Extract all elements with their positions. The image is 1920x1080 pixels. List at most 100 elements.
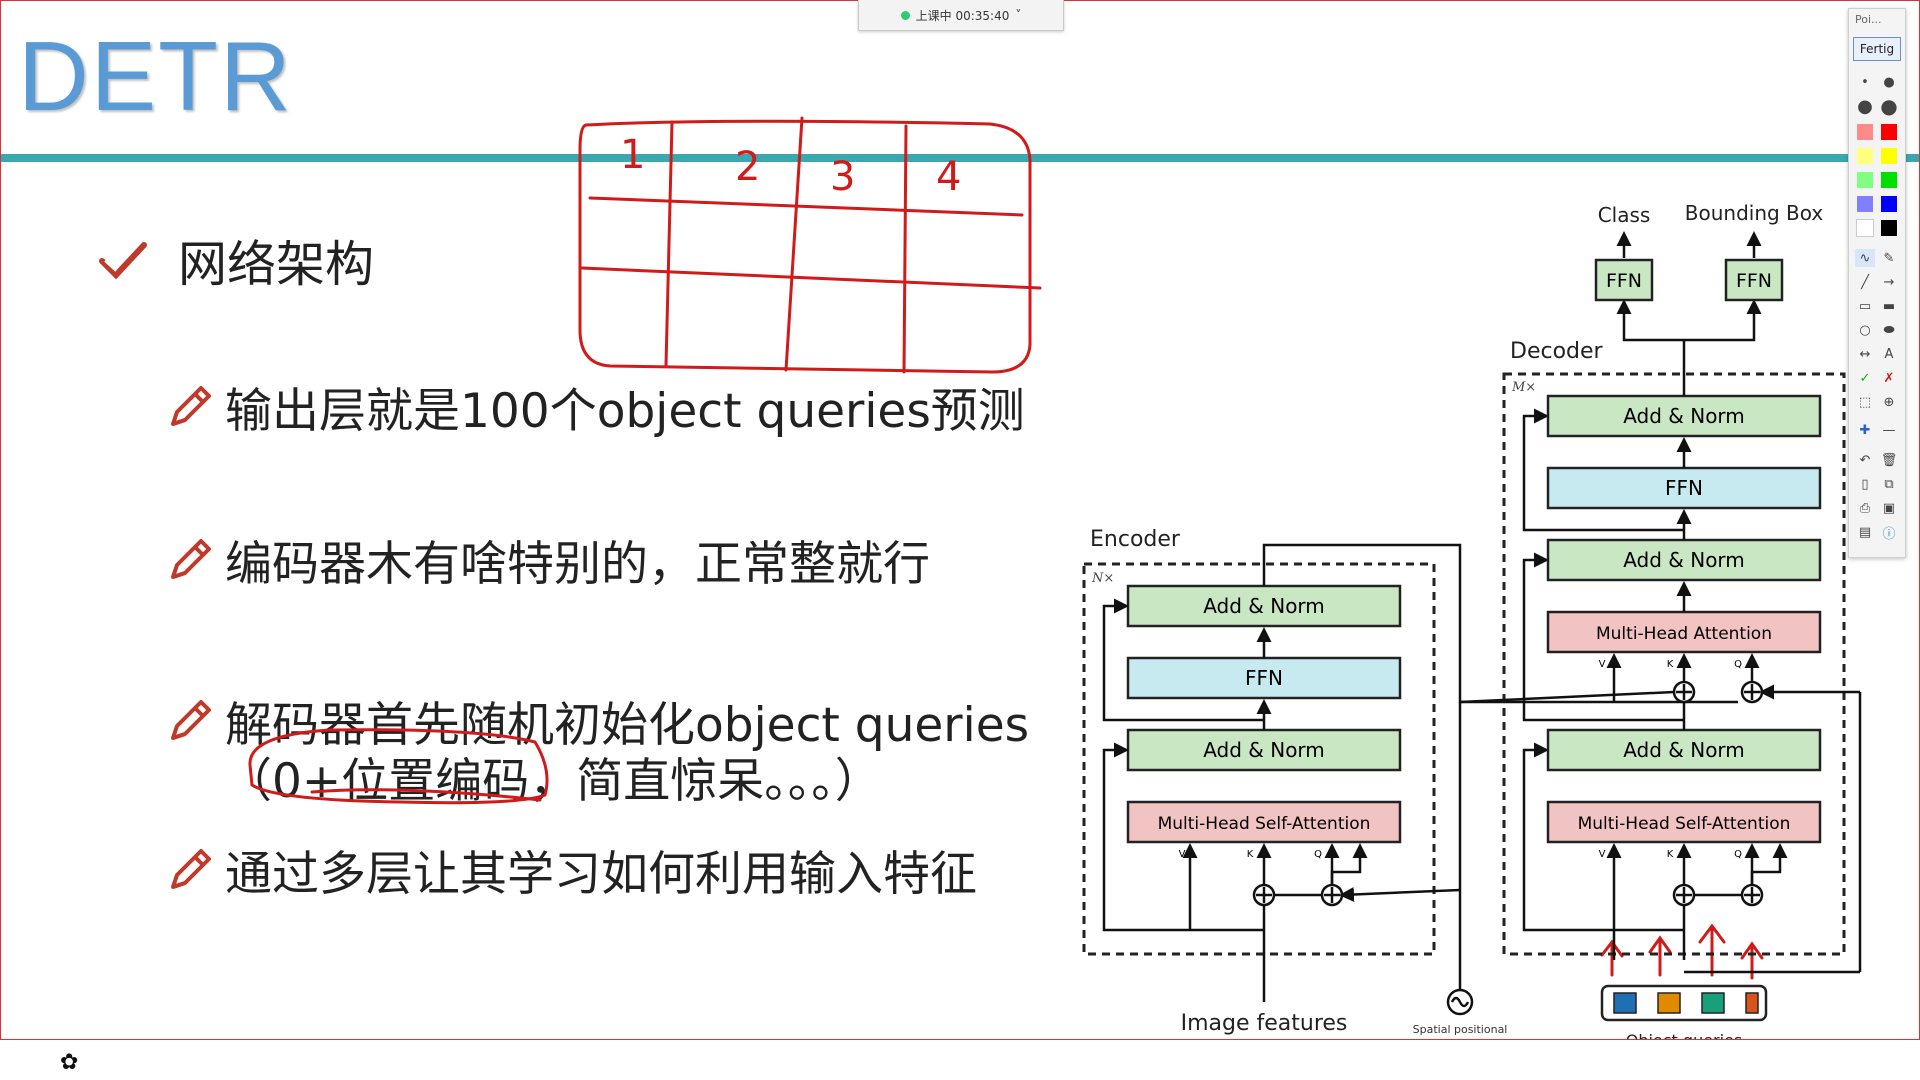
spatial-pe-label-2: encoding xyxy=(1435,1037,1486,1040)
bullet-decoder: 解码器首先随机初始化object queries xyxy=(165,686,1029,755)
bullet-multilayer: 通过多层让其学习如何利用输入特征 xyxy=(165,835,977,904)
class-output-label: Class xyxy=(1598,203,1651,227)
decoder-cross-v-label: V xyxy=(1599,659,1606,670)
decoder-ffn xyxy=(1546,466,1822,510)
color-swatch[interactable] xyxy=(1879,171,1899,189)
bullet-output-layer: 输出层就是100个object queries预测 xyxy=(165,372,1025,441)
slide-canvas: DETR 网络架构 输出层就是100个object queries预测 编码器木… xyxy=(0,21,1920,1040)
arrow-icon[interactable]: → xyxy=(1883,274,1895,290)
trash-icon[interactable]: 🗑 xyxy=(1880,452,1898,468)
ink-number-2: 2 xyxy=(735,144,760,190)
decoder-self-q-label: Q xyxy=(1734,849,1742,860)
dot-large-icon[interactable]: ● xyxy=(1857,95,1873,117)
pencil-icon xyxy=(171,848,211,889)
ink-annotation-layer: 1 2 3 4 xyxy=(248,116,1764,980)
recording-dot-icon xyxy=(900,10,910,20)
recording-status-pill[interactable]: 上课中 00:35:40 ˅ xyxy=(858,0,1064,31)
bullet-text: 编码器木有啥特别的，正常整就行 xyxy=(225,537,930,592)
object-query-3 xyxy=(1701,992,1725,1014)
bullet-architecture: 网络架构 xyxy=(98,225,374,296)
app-logo-icon[interactable]: ✿ xyxy=(60,1050,79,1075)
encoder-q-label: Q xyxy=(1314,849,1322,860)
title-divider xyxy=(0,154,1920,162)
encoder-add-norm-bottom xyxy=(1126,728,1402,772)
bullet-encoder: 编码器木有啥特别的，正常整就行 xyxy=(165,525,930,594)
zoom-icon[interactable]: ⊕ xyxy=(1883,394,1895,410)
ink-number-1: 1 xyxy=(620,132,645,178)
select-icon[interactable]: ⬚ xyxy=(1858,394,1872,410)
dot-medium-icon[interactable]: ● xyxy=(1883,74,1895,90)
dot-xlarge-icon[interactable]: ● xyxy=(1880,94,1898,118)
color-swatch[interactable] xyxy=(1855,195,1875,213)
checkmark-icon[interactable]: ✓ xyxy=(1859,370,1871,386)
object-query-2 xyxy=(1657,992,1681,1014)
decoder-cross-attention xyxy=(1546,610,1822,654)
ink-grid-drawing xyxy=(248,116,1764,980)
freehand-pen-icon[interactable]: ∿ xyxy=(1855,249,1875,267)
object-queries-container xyxy=(1600,984,1768,1022)
color-swatch[interactable] xyxy=(1879,195,1899,213)
info-icon[interactable]: ⓘ xyxy=(1882,526,1896,542)
cross-icon[interactable]: ✗ xyxy=(1883,370,1895,386)
pencil-icon xyxy=(171,699,211,740)
encoder-add-norm-top-label: Add & Norm xyxy=(1203,594,1325,618)
save-icon[interactable]: ▣ xyxy=(1882,500,1896,516)
color-swatch[interactable] xyxy=(1855,219,1875,237)
text-tool-icon[interactable]: A xyxy=(1884,346,1894,362)
color-swatch[interactable] xyxy=(1855,123,1875,141)
color-swatch[interactable] xyxy=(1855,171,1875,189)
plus-icon[interactable]: ✚ xyxy=(1859,422,1871,438)
bullet-text: 网络架构 xyxy=(178,236,375,293)
dot-small-icon[interactable]: • xyxy=(1861,74,1869,90)
encoder-repeat: N× xyxy=(1091,571,1114,586)
slide-title: DETR xyxy=(18,21,293,131)
decoder-repeat: M× xyxy=(1511,380,1536,395)
decoder-add-norm-3 xyxy=(1546,394,1822,438)
decoder-cross-q-label: Q xyxy=(1734,659,1742,670)
spatial-pe-label: Spatial positional xyxy=(1413,1023,1508,1036)
undo-icon[interactable]: ↶ xyxy=(1859,452,1871,468)
decoder-label: Decoder xyxy=(1510,339,1604,364)
image-features-label: Image features xyxy=(1181,1011,1348,1036)
print-icon[interactable]: ⎙ xyxy=(1859,500,1871,516)
color-swatch[interactable] xyxy=(1879,147,1899,165)
color-swatch[interactable] xyxy=(1855,147,1875,165)
encoder-self-attention-label: Multi-Head Self-Attention xyxy=(1158,814,1371,834)
copy-icon[interactable]: ⧉ xyxy=(1884,476,1894,492)
decoder-cross-k-label: K xyxy=(1667,659,1674,670)
decoder-ffn-label: FFN xyxy=(1665,476,1703,500)
color-swatch[interactable] xyxy=(1879,123,1899,141)
double-arrow-icon[interactable]: ↔ xyxy=(1859,346,1871,362)
object-queries-label: Object queries xyxy=(1626,1031,1743,1040)
new-page-icon[interactable]: ▯ xyxy=(1861,476,1869,492)
object-query-1 xyxy=(1613,992,1637,1014)
bullet-text: 输出层就是100个object queries预测 xyxy=(225,384,1025,439)
decoder-self-attention-label: Multi-Head Self-Attention xyxy=(1578,814,1791,834)
taskbar-strip xyxy=(0,1040,1920,1080)
done-button[interactable]: Fertig xyxy=(1853,37,1901,61)
color-swatch[interactable] xyxy=(1879,219,1899,237)
filled-rectangle-icon[interactable]: ▬ xyxy=(1882,298,1896,314)
recording-status-text: 上课中 00:35:40 xyxy=(915,8,1010,23)
decoder-block xyxy=(1502,372,1846,956)
decoder-add-norm-2-label: Add & Norm xyxy=(1623,548,1745,572)
screen-icon[interactable]: ▤ xyxy=(1858,524,1872,540)
rectangle-icon[interactable]: ▭ xyxy=(1858,298,1872,314)
bullet-text: 解码器首先随机初始化object queries xyxy=(225,698,1030,753)
object-query-4 xyxy=(1745,992,1759,1014)
encoder-add-norm-bottom-label: Add & Norm xyxy=(1203,738,1325,762)
decoder-self-attention xyxy=(1546,800,1822,844)
encoder-k-label: K xyxy=(1247,849,1254,860)
decoder-add-norm-3-label: Add & Norm xyxy=(1623,404,1745,428)
filled-ellipse-icon[interactable]: ⬬ xyxy=(1883,322,1895,338)
minus-icon[interactable]: — xyxy=(1882,422,1896,438)
encoder-label: Encoder xyxy=(1090,527,1181,552)
palette-title: Poi... xyxy=(1855,13,1882,26)
chevron-down-icon: ˅ xyxy=(1015,8,1022,22)
decoder-self-k-label: K xyxy=(1667,849,1674,860)
encoder-block xyxy=(1082,562,1436,956)
eraser-icon[interactable]: ✎ xyxy=(1883,250,1895,266)
ellipse-icon[interactable]: ○ xyxy=(1859,322,1871,338)
line-icon[interactable]: ╱ xyxy=(1861,274,1869,290)
bbox-ffn-label: FFN xyxy=(1736,270,1772,292)
